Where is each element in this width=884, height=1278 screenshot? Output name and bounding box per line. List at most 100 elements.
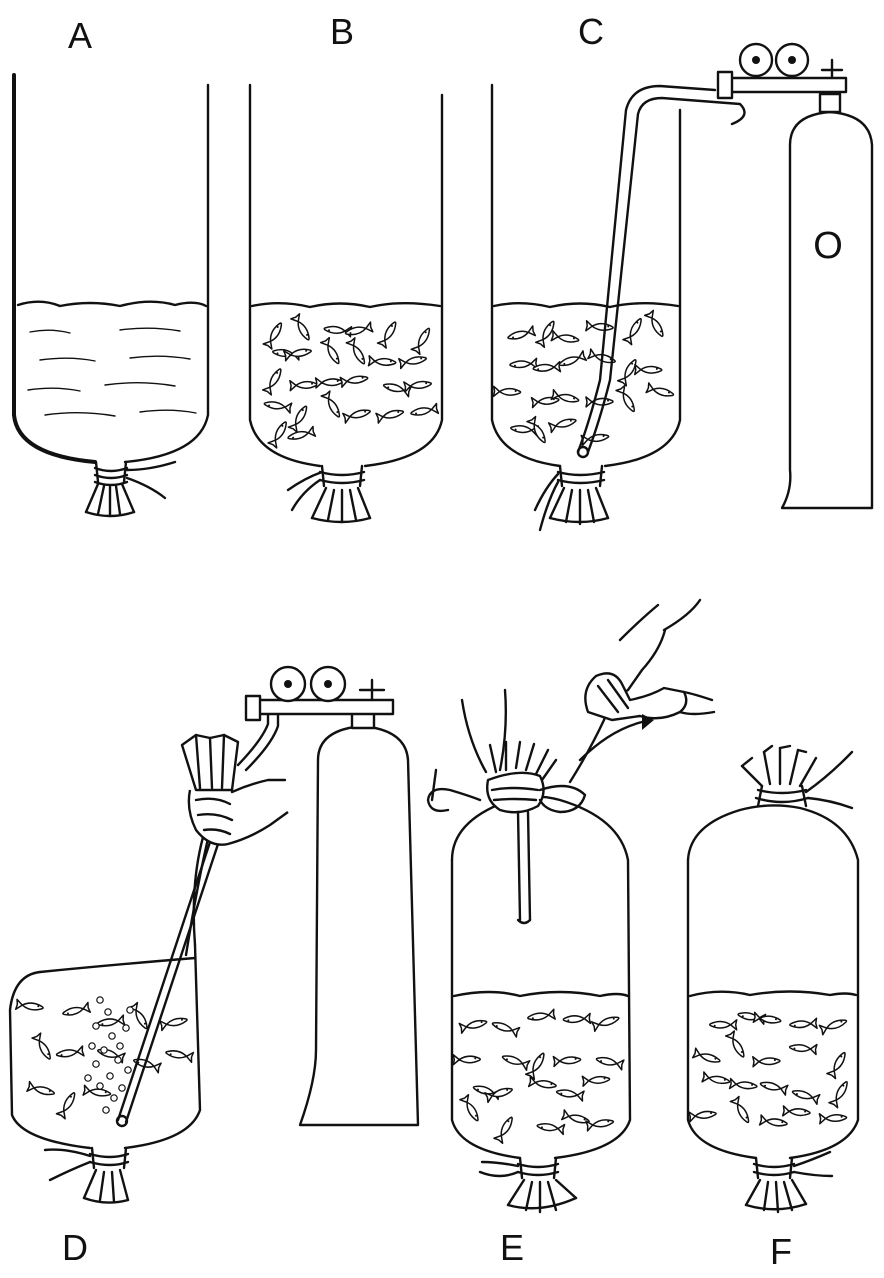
fish-icon bbox=[56, 1090, 78, 1118]
fish-icon bbox=[62, 1002, 91, 1018]
fish-icon bbox=[368, 356, 396, 368]
bubble bbox=[101, 1047, 107, 1053]
fish-icon bbox=[556, 1087, 584, 1101]
fish-icon bbox=[689, 1109, 717, 1122]
fish-icon bbox=[562, 1110, 591, 1127]
fish-icon bbox=[789, 1042, 817, 1054]
panel-b-fish-school bbox=[263, 314, 439, 448]
fish-icon bbox=[268, 420, 290, 448]
panel-e-arrow-icon bbox=[580, 722, 642, 760]
panel-e-fish-school bbox=[453, 1009, 624, 1143]
fish-icon bbox=[411, 326, 433, 354]
panel-f-bag bbox=[688, 746, 858, 1212]
panel-e-rubber-band bbox=[480, 1158, 576, 1212]
fish-icon bbox=[291, 314, 313, 342]
fish-icon bbox=[549, 415, 578, 432]
panel-d-fish-school bbox=[16, 999, 194, 1118]
bubble bbox=[119, 1085, 125, 1091]
fish-icon bbox=[753, 1056, 780, 1067]
fish-icon bbox=[526, 1051, 548, 1079]
bubble bbox=[117, 1043, 123, 1049]
fish-icon bbox=[551, 390, 580, 406]
fish-icon bbox=[491, 1019, 520, 1037]
bubble bbox=[93, 1061, 99, 1067]
panel-d-bag bbox=[10, 830, 222, 1203]
bubble bbox=[85, 1075, 91, 1081]
fish-icon bbox=[819, 1113, 846, 1124]
fish-icon bbox=[529, 1077, 557, 1091]
panel-f-top-rubber-band bbox=[742, 746, 852, 808]
fish-icon bbox=[493, 386, 520, 397]
fish-icon bbox=[453, 1054, 480, 1064]
fish-icon bbox=[263, 399, 291, 413]
fish-icon bbox=[32, 1033, 54, 1061]
panel-f-fish-school bbox=[689, 1009, 851, 1128]
panel-c-fish-school bbox=[493, 310, 674, 445]
fish-icon bbox=[645, 310, 667, 338]
fish-icon bbox=[586, 397, 613, 407]
fish-icon bbox=[646, 383, 675, 400]
panel-c-bag bbox=[492, 85, 680, 530]
panel-d-hand-icon bbox=[182, 735, 288, 845]
bubble bbox=[97, 997, 103, 1003]
fish-icon bbox=[97, 1015, 125, 1029]
fish-icon bbox=[321, 391, 343, 419]
panel-b-rubber-band bbox=[288, 466, 370, 522]
cylinder-label: O bbox=[813, 225, 843, 267]
fish-icon bbox=[726, 1031, 748, 1059]
fish-icon bbox=[263, 321, 285, 349]
fish-icon bbox=[56, 1046, 84, 1060]
fish-icon bbox=[592, 1013, 621, 1031]
fish-icon bbox=[582, 1074, 610, 1086]
panel-b-bag bbox=[250, 85, 442, 522]
fish-icon bbox=[730, 1096, 752, 1124]
fish-icon bbox=[551, 331, 579, 345]
fish-icon bbox=[553, 1055, 581, 1067]
fish-icon bbox=[791, 1087, 820, 1104]
fish-icon bbox=[316, 377, 343, 388]
fish-icon bbox=[616, 386, 638, 414]
panel-e-hand-icon bbox=[570, 600, 714, 782]
fish-icon bbox=[460, 1095, 482, 1123]
fish-icon bbox=[783, 1106, 811, 1118]
fish-icon bbox=[160, 1015, 189, 1031]
bubble bbox=[89, 1043, 95, 1049]
fish-icon bbox=[290, 379, 317, 390]
fish-icon bbox=[623, 316, 645, 344]
fish-icon bbox=[459, 1017, 488, 1033]
bubble bbox=[111, 1095, 117, 1101]
fish-icon bbox=[263, 367, 285, 395]
bubble bbox=[93, 1023, 99, 1029]
bubble bbox=[105, 1009, 111, 1015]
fish-icon bbox=[730, 1079, 758, 1092]
fish-icon bbox=[507, 326, 536, 343]
fish-icon bbox=[346, 338, 368, 366]
panel-c-oxygen-cylinder-icon bbox=[718, 44, 872, 508]
panel-c-rubber-band bbox=[535, 466, 608, 530]
fish-icon bbox=[693, 1048, 722, 1066]
fish-icon bbox=[753, 1012, 781, 1026]
fish-icon bbox=[702, 1072, 730, 1087]
fish-icon bbox=[376, 407, 405, 423]
fish-icon bbox=[819, 1016, 848, 1035]
panel-a-bag bbox=[14, 75, 208, 516]
fish-icon bbox=[321, 338, 343, 366]
bubble bbox=[115, 1057, 121, 1063]
fish-icon bbox=[563, 1013, 590, 1024]
panel-a-water-ripples bbox=[28, 328, 196, 416]
fish-icon bbox=[287, 426, 316, 442]
fish-icon bbox=[760, 1115, 788, 1129]
fish-icon bbox=[340, 373, 368, 387]
fish-icon bbox=[759, 1079, 788, 1095]
panel-f-bottom-rubber-band bbox=[746, 1152, 832, 1212]
fish-icon bbox=[410, 403, 438, 418]
panel-d-oxygen-cylinder-icon bbox=[246, 667, 418, 1125]
fish-icon bbox=[288, 404, 310, 432]
bubble bbox=[125, 1067, 131, 1073]
fish-icon bbox=[494, 1115, 516, 1143]
fish-icon bbox=[827, 1050, 849, 1078]
fish-icon bbox=[558, 351, 587, 370]
bubble bbox=[97, 1083, 103, 1089]
fish-icon bbox=[829, 1079, 851, 1107]
